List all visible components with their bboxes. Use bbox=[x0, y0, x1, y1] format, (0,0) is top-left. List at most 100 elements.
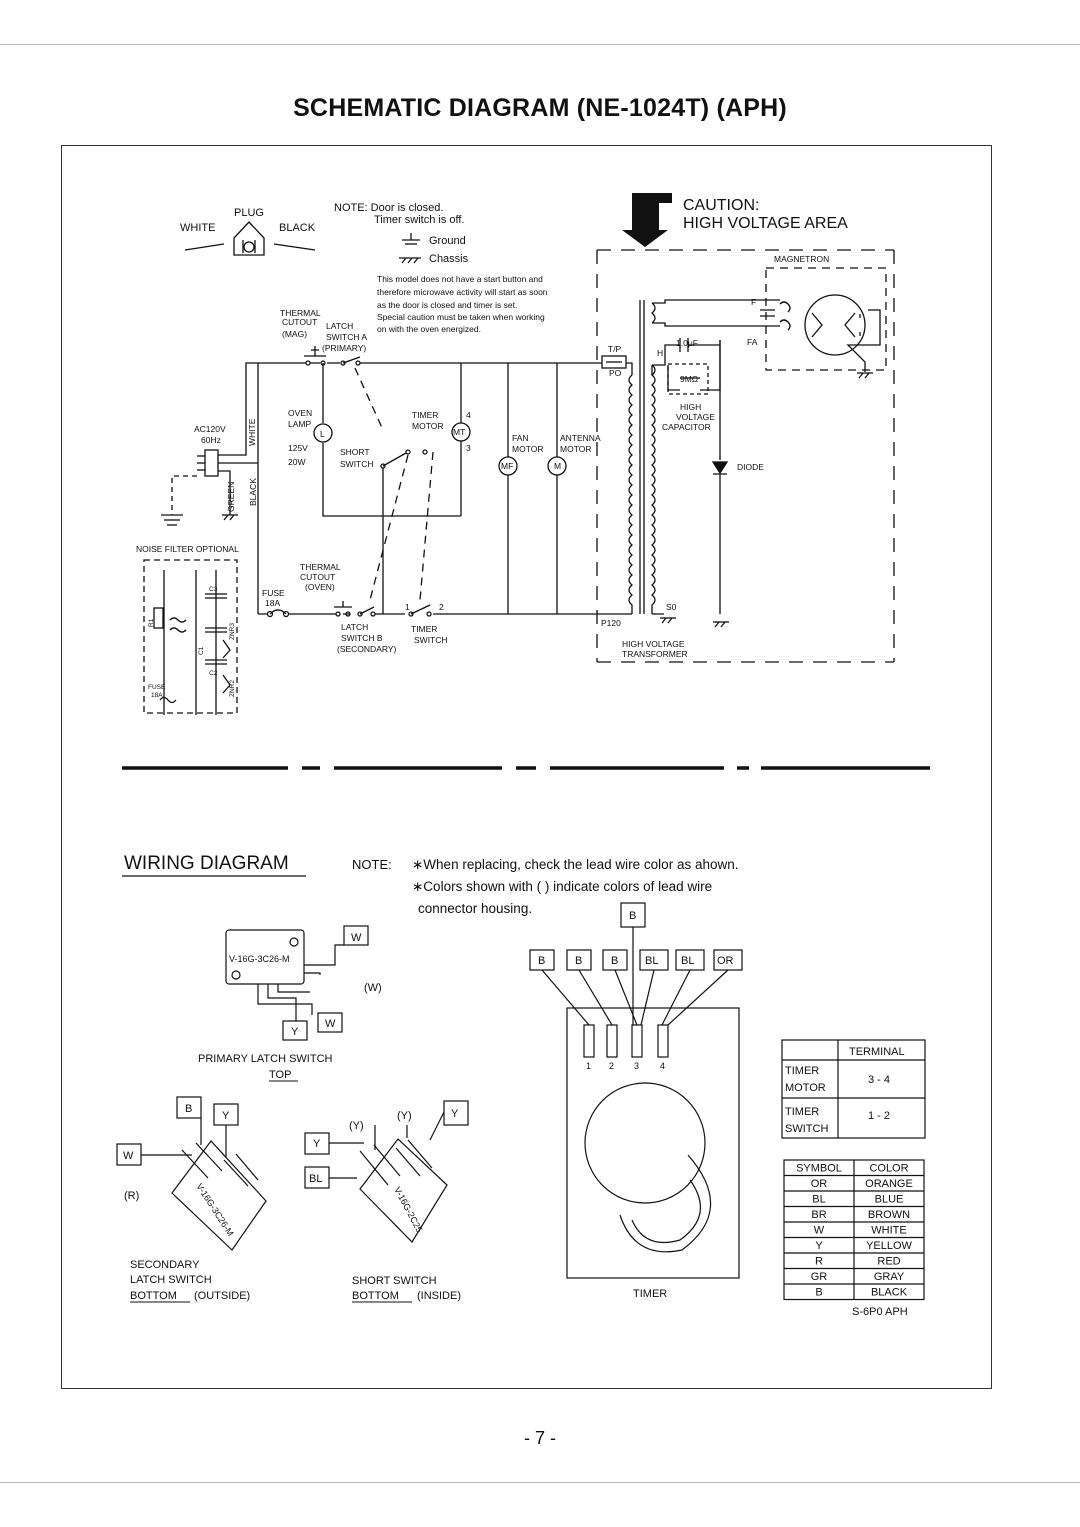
wire-white-label: WHITE bbox=[247, 418, 257, 446]
thermal-cutout-oven-label: (OVEN) bbox=[305, 582, 335, 592]
page-title: SCHEMATIC DIAGRAM (NE-1024T) (APH) bbox=[293, 94, 787, 122]
timer-terminal: 2 bbox=[609, 1061, 614, 1071]
terminal-table-grid bbox=[781, 1039, 926, 1139]
diode-wire bbox=[652, 340, 721, 615]
hv-capacitor-label: CAPACITOR bbox=[662, 422, 711, 432]
timer-wiring-icon bbox=[529, 902, 743, 1279]
f-label: F bbox=[751, 297, 756, 307]
short-tag: Y bbox=[451, 1108, 459, 1120]
wire-green-label: GREEN bbox=[226, 482, 236, 512]
caution-arrow-icon bbox=[622, 193, 672, 247]
color-name-cell: ORANGE bbox=[865, 1178, 913, 1190]
antenna-motor-label: ANTENNA bbox=[560, 433, 601, 443]
lamp-rating-label: 125V bbox=[288, 443, 308, 453]
fan-motor-label: MOTOR bbox=[512, 444, 543, 454]
timer-top-tag: B bbox=[629, 910, 636, 922]
fuse-icon bbox=[266, 609, 290, 618]
color-name-cell: WHITE bbox=[871, 1225, 906, 1237]
model-note-line: on with the oven energized. bbox=[377, 324, 481, 334]
diagram-frame bbox=[61, 145, 992, 1389]
hv-transformer-label: HIGH VOLTAGE bbox=[622, 639, 685, 649]
color-symbol-cell: R bbox=[815, 1256, 823, 1268]
h-label: H bbox=[657, 348, 663, 358]
filament-wires bbox=[652, 299, 768, 327]
terminal-row-name: SWITCH bbox=[785, 1123, 828, 1135]
terminal-row-name: TIMER bbox=[785, 1106, 819, 1118]
fan-motor-label: FAN bbox=[512, 433, 529, 443]
ac-plug-icon bbox=[197, 449, 219, 477]
timer-motor-icon bbox=[451, 422, 471, 442]
tp-label: T/P bbox=[608, 344, 622, 354]
plug-black-label: BLACK bbox=[279, 222, 316, 234]
chassis-symbol-icon bbox=[399, 257, 421, 264]
page-number: - 7 - bbox=[523, 1428, 556, 1448]
timer-terminal: 4 bbox=[660, 1061, 665, 1071]
timer-switch-label: TIMER bbox=[411, 624, 437, 634]
fan-motor-symbol: MF bbox=[501, 461, 513, 471]
primary-tag: (W) bbox=[364, 982, 382, 994]
note-door: NOTE: Door is closed. bbox=[334, 202, 443, 214]
wiring-note-label: NOTE: bbox=[352, 857, 392, 872]
fuse-label: FUSE bbox=[262, 588, 285, 598]
hv-capacitor-icon bbox=[667, 338, 709, 395]
earth-ground-icon bbox=[161, 514, 183, 526]
thermal-cutout-oven-label: CUTOUT bbox=[300, 572, 335, 582]
diode-label: DIODE bbox=[737, 462, 764, 472]
color-name-cell: BROWN bbox=[868, 1209, 910, 1221]
nf-znr3-label: ZNR3 bbox=[229, 623, 236, 640]
chassis-ground-transformer-icon bbox=[660, 617, 729, 628]
timer-motor-label: MOTOR bbox=[412, 421, 443, 431]
schematic-labels: THERMAL CUTOUT (MAG) LATCH SWITCH A (PRI… bbox=[136, 254, 829, 699]
antenna-motor-icon bbox=[547, 456, 567, 476]
nf-fuse-label: FUSE bbox=[148, 684, 166, 691]
nf-c2-label: C2 bbox=[209, 670, 218, 677]
color-symbol-cell: GR bbox=[811, 1271, 828, 1283]
nf-fuse-label: 18A bbox=[151, 692, 163, 699]
thermal-cutout-oven-label: THERMAL bbox=[300, 562, 341, 572]
primary-tag: Y bbox=[291, 1026, 299, 1038]
po-label: PO bbox=[609, 368, 622, 378]
terminal-1-label: 1 bbox=[405, 602, 410, 612]
model-note: This model does not have a start button … bbox=[377, 274, 548, 334]
primary-latch-switch-icon bbox=[225, 925, 369, 1041]
thermal-protector-icon bbox=[601, 355, 627, 369]
terminal-4-label: 4 bbox=[466, 410, 471, 420]
color-symbol-cell: B bbox=[815, 1287, 822, 1299]
timer-tag: OR bbox=[717, 955, 734, 967]
model-note-line: Special caution must be taken when worki… bbox=[377, 312, 545, 322]
chassis-label: Chassis bbox=[429, 253, 469, 265]
oven-lamp-label: OVEN bbox=[288, 408, 312, 418]
primary-side: TOP bbox=[269, 1069, 291, 1081]
timer-tag: BL bbox=[681, 955, 694, 967]
wiring-note-line: ∗When replacing, check the lead wire col… bbox=[412, 857, 738, 872]
color-name-cell: BLACK bbox=[871, 1287, 908, 1299]
primary-tag: W bbox=[351, 932, 362, 944]
short-switch-wiring-icon bbox=[304, 1100, 469, 1243]
short-switch-icon bbox=[380, 449, 428, 614]
lamp-rating-label: 20W bbox=[288, 457, 305, 467]
thermal-cutout-mag-label: CUTOUT bbox=[282, 317, 317, 327]
model-note-line: therefore microwave activity will start … bbox=[377, 287, 548, 297]
plug-white-label: WHITE bbox=[180, 222, 215, 234]
top-rule bbox=[0, 44, 1080, 45]
thermal-cutout-mag-label: (MAG) bbox=[282, 329, 307, 339]
timer-terminal: 1 bbox=[586, 1061, 591, 1071]
resistor-label: 9MΩ bbox=[680, 374, 698, 384]
magnetron-label: MAGNETRON bbox=[774, 254, 829, 264]
diode-icon bbox=[711, 461, 729, 475]
timer-switch-icon bbox=[408, 604, 432, 617]
hv-capacitor-label: VOLTAGE bbox=[676, 412, 715, 422]
primary-part-label: V-16G-3C26-M bbox=[229, 954, 290, 964]
terminal-row-value: 3 - 4 bbox=[868, 1074, 890, 1086]
color-name-cell: BLUE bbox=[875, 1194, 904, 1206]
wiring-title: WIRING DIAGRAM bbox=[124, 853, 289, 874]
ac-frequency-label: 60Hz bbox=[201, 435, 221, 445]
note-timer: Timer switch is off. bbox=[374, 214, 464, 226]
color-symbol-cell: BL bbox=[812, 1194, 825, 1206]
secondary-tag: W bbox=[123, 1150, 134, 1162]
color-name-cell: YELLOW bbox=[866, 1240, 912, 1252]
hv-transformer-label: TRANSFORMER bbox=[622, 649, 688, 659]
thermal-cutout-mag-label: THERMAL bbox=[280, 308, 321, 318]
oven-lamp-icon bbox=[313, 423, 333, 443]
